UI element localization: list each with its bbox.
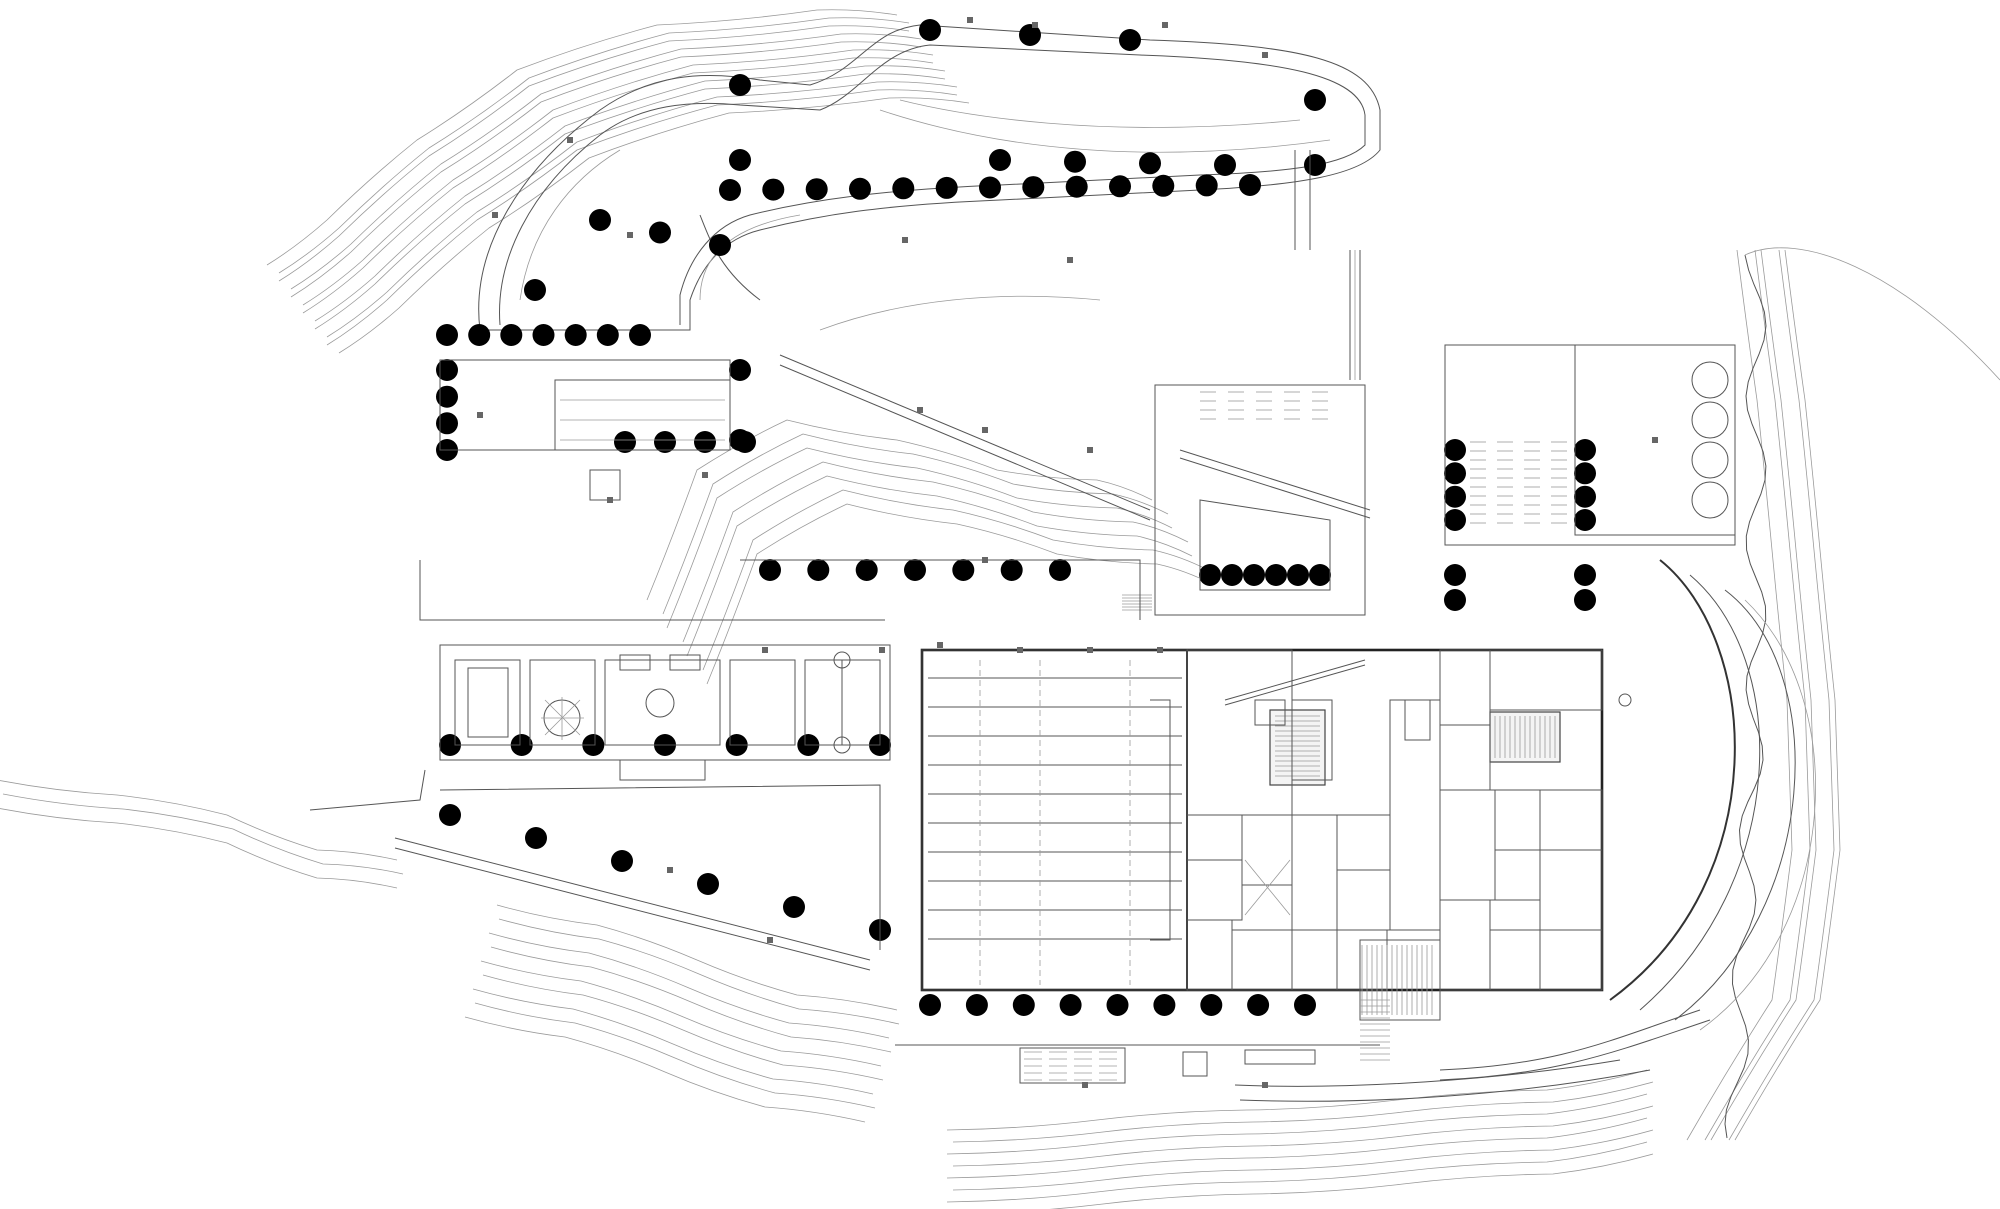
west-ramps: [309, 559, 1141, 971]
south-area: [895, 1044, 1651, 1102]
north-east-courtyard: [1200, 344, 1736, 546]
parking-lot-north: [478, 24, 1381, 331]
lecture-halls: [1269, 709, 1561, 786]
sports-courts: [439, 644, 891, 781]
tree-rows: [436, 19, 1596, 1016]
upper-terrace-building: [1154, 384, 1371, 616]
access-road: [779, 150, 1361, 521]
contour-lines: [0, 9, 2000, 1209]
gymnasium-hall: [921, 649, 1188, 991]
curved-terrace: [1439, 559, 1816, 1081]
west-block: [439, 359, 731, 501]
main-building: [920, 594, 1632, 1061]
